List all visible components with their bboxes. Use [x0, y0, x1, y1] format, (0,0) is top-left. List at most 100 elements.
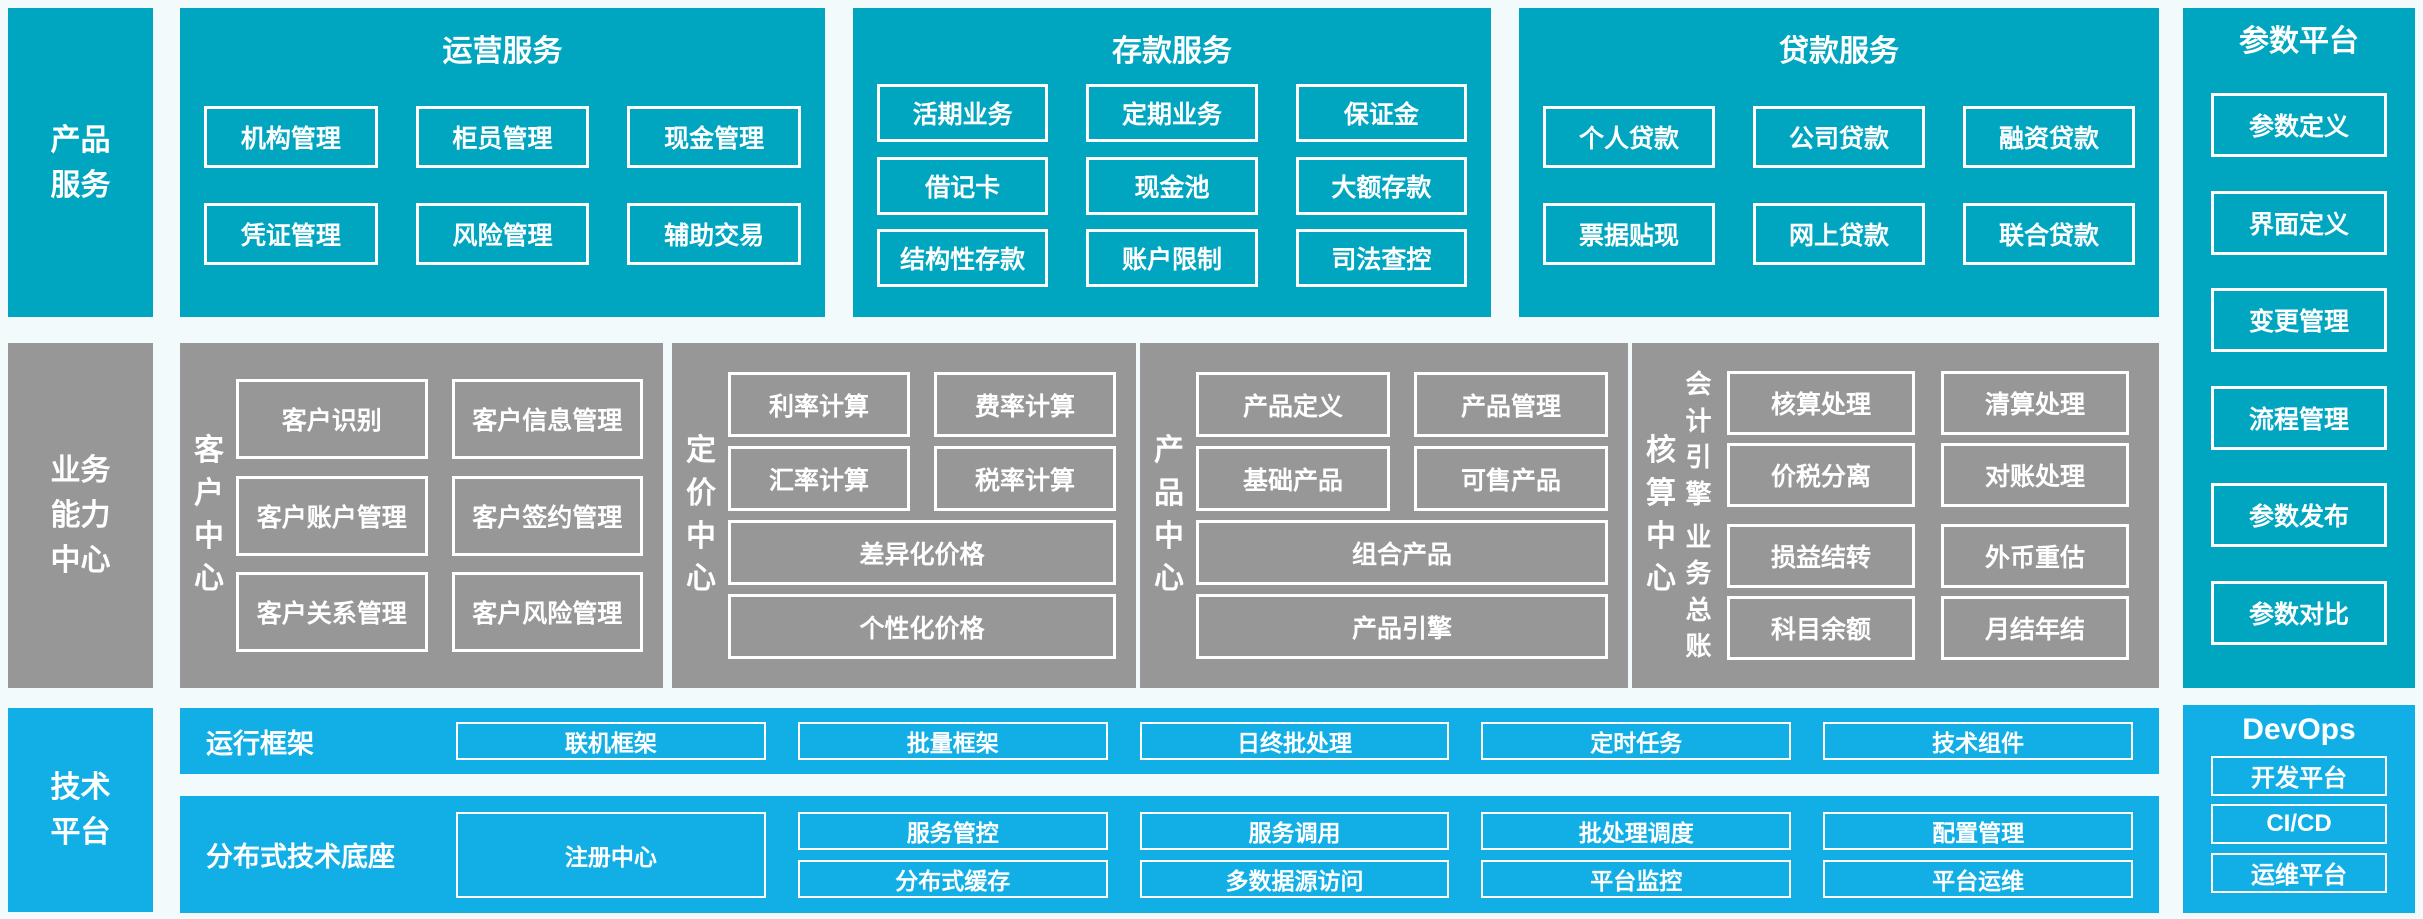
section-runtime-framework: 运行框架 联机框架 批量框架 日终批处理 定时任务 技术组件 [180, 708, 2159, 774]
module-grid: 利率计算 费率计算 汇率计算 税率计算 差异化价格 个性化价格 [728, 363, 1116, 668]
module-box: 批处理调度 [1481, 811, 1792, 850]
module-box: 网上贷款 [1753, 203, 1925, 266]
module-box: 客户风险管理 [451, 571, 643, 652]
rail-product-services: 产品服务 [8, 8, 153, 317]
module-box: CI/CD [2211, 804, 2387, 844]
module-box: 技术组件 [1823, 722, 2133, 760]
module-box: 运维平台 [2211, 852, 2387, 893]
module-box: 参数对比 [2211, 580, 2387, 645]
module-box: 借记卡 [877, 156, 1049, 215]
module-box: 服务管控 [797, 811, 1108, 850]
module-box: 定期业务 [1086, 84, 1258, 143]
section-title: 存款服务 [1112, 35, 1232, 68]
module-box: 日终批处理 [1139, 722, 1450, 760]
module-box: 可售产品 [1414, 446, 1608, 511]
module-grid: 注册中心 服务管控 服务调用 批处理调度 配置管理 分布式缓存 多数据源访问 平… [456, 796, 2133, 913]
module-box: 现金管理 [627, 105, 801, 168]
rail-business-capability: 业务能力中心 [8, 343, 153, 688]
module-box: 配置管理 [1823, 811, 2133, 850]
module-box: 融资贷款 [1963, 105, 2135, 168]
module-grid: 活期业务 定期业务 保证金 借记卡 现金池 大额存款 结构性存款 账户限制 司法… [877, 70, 1467, 301]
module-box: 价税分离 [1727, 443, 1915, 508]
section-title: 参数平台 [2239, 25, 2359, 58]
module-list: 参数定义 界面定义 变更管理 流程管理 参数发布 参数对比 [2211, 60, 2387, 678]
section-parameter-platform: 参数平台 参数定义 界面定义 变更管理 流程管理 参数发布 参数对比 [2183, 8, 2415, 688]
bar-label: 分布式技术底座 [206, 842, 395, 872]
module-box: 客户账户管理 [236, 475, 428, 556]
section-pricing-center: 定价中心 利率计算 费率计算 汇率计算 税率计算 差异化价格 个性化价格 [672, 343, 1136, 688]
module-box: 结构性存款 [877, 228, 1049, 287]
module-box: 汇率计算 [728, 446, 910, 511]
rail-business-capability-label: 业务能力中心 [50, 454, 111, 577]
module-box: 司法查控 [1295, 228, 1467, 287]
module-box: 分布式缓存 [797, 859, 1108, 898]
module-box: 外币重估 [1941, 523, 2129, 588]
module-box: 基础产品 [1196, 446, 1390, 511]
module-box: 风险管理 [415, 203, 590, 266]
module-box: 差异化价格 [728, 520, 1116, 585]
module-box: 月结年结 [1941, 595, 2129, 660]
module-box: 保证金 [1295, 84, 1467, 143]
module-grid: 个人贷款 公司贷款 融资贷款 票据贴现 网上贷款 联合贷款 [1543, 70, 2135, 301]
module-box: 公司贷款 [1753, 105, 1925, 168]
module-box: 产品管理 [1414, 372, 1608, 437]
module-box: 联合贷款 [1963, 203, 2135, 266]
module-box: 变更管理 [2211, 288, 2387, 353]
section-devops: DevOps 开发平台 CI/CD 运维平台 [2183, 705, 2415, 913]
module-box: 个性化价格 [728, 594, 1116, 659]
module-box: 流程管理 [2211, 385, 2387, 450]
section-vertical-label: 核算中心 [1646, 434, 1676, 596]
module-box: 清算处理 [1941, 371, 2129, 436]
section-loan-services: 贷款服务 个人贷款 公司贷款 融资贷款 票据贴现 网上贷款 联合贷款 [1519, 8, 2159, 317]
module-box: 参数发布 [2211, 483, 2387, 548]
section-vertical-label: 定价中心 [686, 434, 716, 596]
module-grid: 联机框架 批量框架 日终批处理 定时任务 技术组件 [456, 708, 2133, 774]
module-box: 组合产品 [1196, 520, 1608, 585]
module-box: 客户识别 [236, 379, 428, 460]
module-box: 批量框架 [797, 722, 1108, 760]
bar-label: 运行框架 [206, 728, 314, 759]
module-box: 注册中心 [456, 811, 766, 898]
module-box: 利率计算 [728, 372, 910, 437]
module-box: 现金池 [1086, 156, 1258, 215]
module-box: 核算处理 [1727, 371, 1915, 436]
group-vertical-label: 会计引擎 [1685, 369, 1712, 509]
module-box: 平台运维 [1823, 859, 2133, 898]
module-box: 平台监控 [1481, 859, 1792, 898]
module-box: 联机框架 [456, 722, 766, 760]
module-box: 参数定义 [2211, 93, 2387, 158]
module-box: 开发平台 [2211, 755, 2387, 796]
module-box: 损益结转 [1727, 523, 1915, 588]
rail-tech-platform-label: 技术平台 [50, 771, 111, 849]
module-box: 辅助交易 [627, 203, 801, 266]
module-box: 费率计算 [934, 372, 1116, 437]
section-operation-services: 运营服务 机构管理 柜员管理 现金管理 凭证管理 风险管理 辅助交易 [180, 8, 825, 317]
section-deposit-services: 存款服务 活期业务 定期业务 保证金 借记卡 现金池 大额存款 结构性存款 账户… [853, 8, 1491, 317]
section-title: 运营服务 [442, 35, 563, 68]
module-box: 客户关系管理 [236, 571, 428, 652]
module-box: 个人贷款 [1543, 105, 1715, 168]
module-box: 税率计算 [934, 446, 1116, 511]
module-box: 产品定义 [1196, 372, 1390, 437]
module-box: 凭证管理 [204, 203, 378, 266]
module-box: 定时任务 [1481, 722, 1792, 760]
group-vertical-label: 业务总账 [1685, 521, 1712, 662]
accounting-groups: 会计引擎 核算处理 清算处理 价税分离 对账处理 业务总账 损益结转 外币重估 … [1684, 363, 2129, 668]
module-box: 柜员管理 [415, 105, 590, 168]
module-box: 票据贴现 [1543, 203, 1715, 266]
module-box: 科目余额 [1727, 595, 1915, 660]
section-customer-center: 客户中心 客户识别 客户信息管理 客户账户管理 客户签约管理 客户关系管理 客户… [180, 343, 663, 688]
section-vertical-label: 产品中心 [1154, 434, 1184, 596]
rail-product-services-label: 产品服务 [50, 123, 111, 202]
module-box: 对账处理 [1941, 443, 2129, 508]
section-title: DevOps [2242, 713, 2356, 746]
module-grid: 损益结转 外币重估 科目余额 月结年结 [1727, 516, 2129, 669]
module-grid: 产品定义 产品管理 基础产品 可售产品 组合产品 产品引擎 [1196, 363, 1608, 668]
module-box: 机构管理 [204, 105, 378, 168]
module-box: 服务调用 [1139, 811, 1450, 850]
module-grid: 核算处理 清算处理 价税分离 对账处理 [1727, 363, 2129, 516]
section-accounting-center: 核算中心 会计引擎 核算处理 清算处理 价税分离 对账处理 业务总账 损益结转 … [1632, 343, 2159, 688]
module-box: 客户签约管理 [451, 475, 643, 556]
rail-tech-platform: 技术平台 [8, 708, 153, 912]
